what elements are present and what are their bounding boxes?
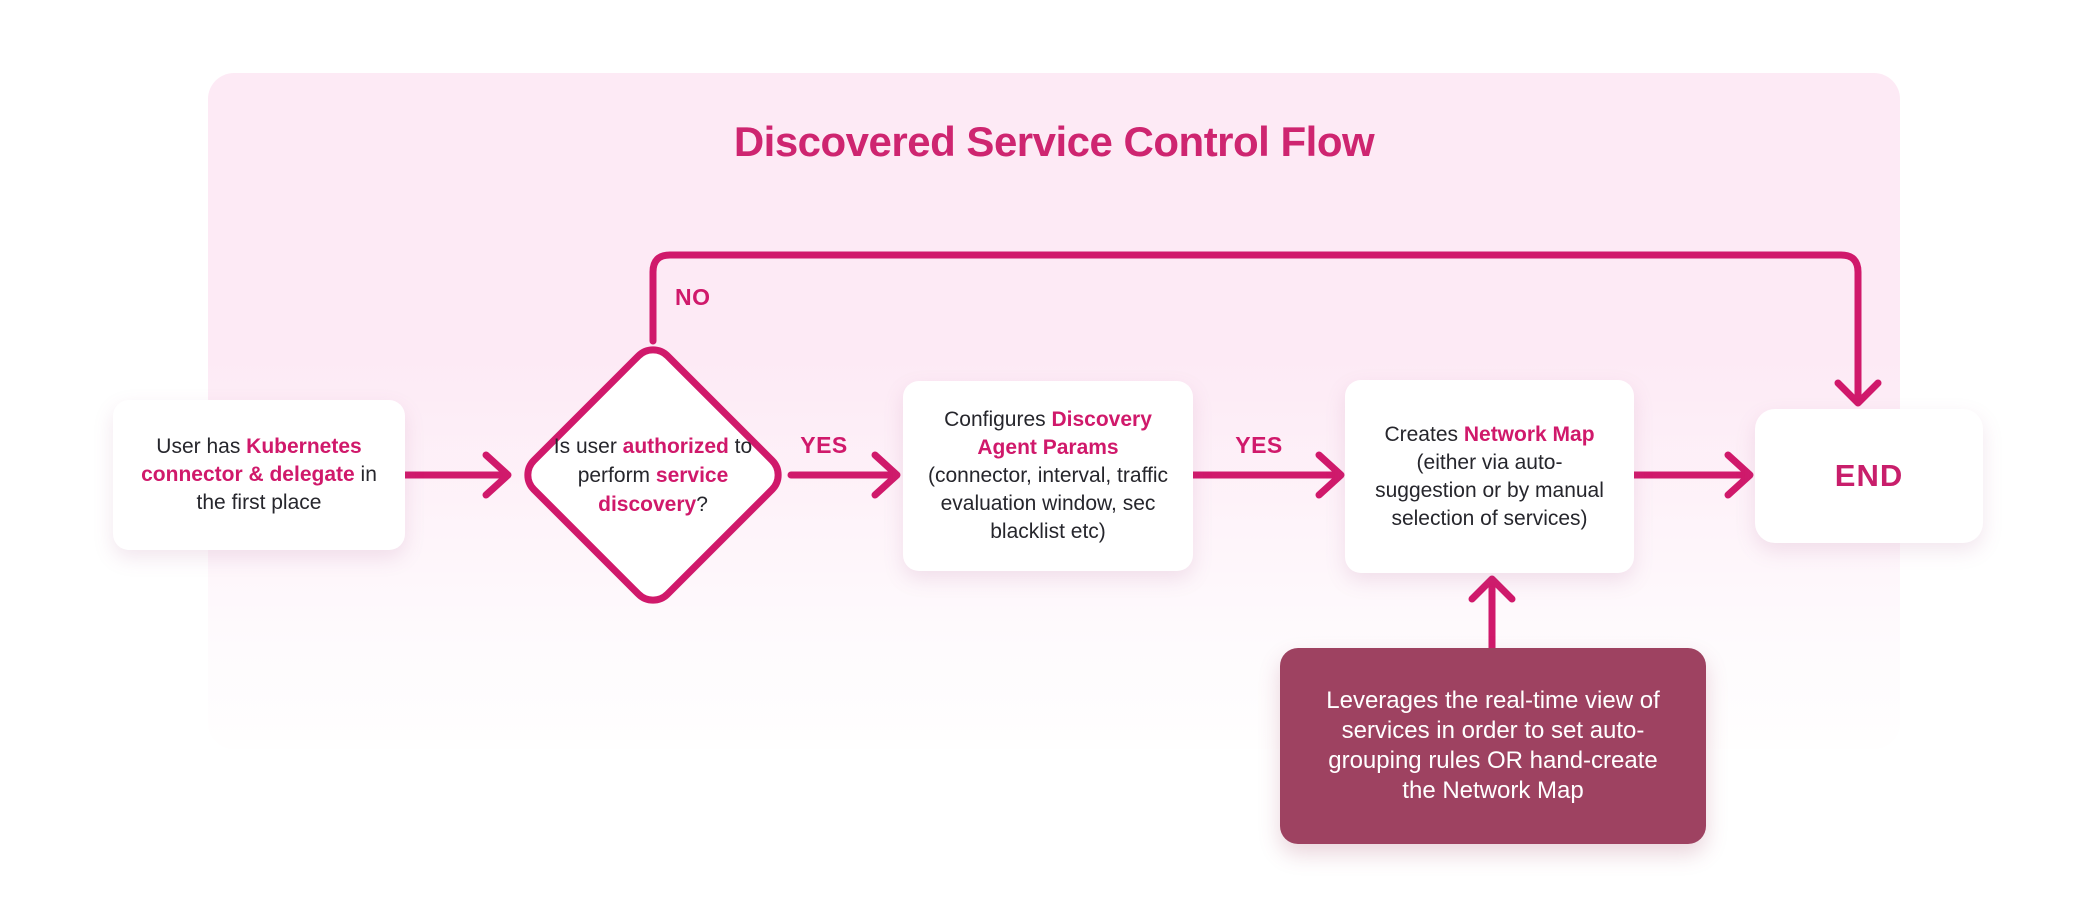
plain-text: Creates xyxy=(1384,422,1464,446)
edge-decision-to-end-no xyxy=(649,251,1882,407)
right-arrowhead-icon xyxy=(482,451,512,499)
highlighted-text: Discovery Agent Params xyxy=(977,408,1152,459)
edge-create-to-end xyxy=(1630,451,1754,499)
page-title: Discovered Service Control Flow xyxy=(733,118,1375,165)
node-create-text: Creates Network Map (either via auto-sug… xyxy=(1368,421,1611,533)
plain-text: Configures xyxy=(944,408,1052,431)
down-arrowhead-icon xyxy=(1834,379,1882,407)
note-text: Leverages the real-time view of services… xyxy=(1326,687,1660,804)
node-configure-discovery-agent: Configures Discovery Agent Params (conne… xyxy=(903,381,1193,571)
node-configure-text: Configures Discovery Agent Params (conne… xyxy=(926,406,1170,546)
node-create-network-map: Creates Network Map (either via auto-sug… xyxy=(1345,380,1634,573)
edge-start-to-decision xyxy=(401,451,512,499)
plain-text: (connector, interval, traffic evaluation… xyxy=(927,464,1169,543)
decision-diamond-text-wrap: Is user authorized to perform service di… xyxy=(543,405,763,545)
edge-label-no: NO xyxy=(675,284,711,310)
node-start-kubernetes-connector: User has Kubernetes connector & delegate… xyxy=(113,400,405,550)
up-arrowhead-icon xyxy=(1468,575,1516,603)
highlighted-text: Network Map xyxy=(1463,422,1595,446)
highlighted-text: service discovery xyxy=(598,463,729,516)
edge-label-yes-2: YES xyxy=(1235,432,1283,458)
edge-configure-to-create-yes xyxy=(1189,451,1345,499)
right-arrowhead-icon xyxy=(1315,451,1345,499)
node-end: END xyxy=(1755,409,1983,543)
right-arrowhead-icon xyxy=(871,451,901,499)
end-label: END xyxy=(1834,458,1904,493)
plain-text: to perform xyxy=(577,434,753,487)
highlighted-text: authorized xyxy=(622,434,729,458)
plain-text: User has xyxy=(156,435,247,458)
node-start-text: User has Kubernetes connector & delegate… xyxy=(141,433,377,517)
plain-text: in the first place xyxy=(196,463,377,514)
highlighted-text: Kubernetes connector & delegate xyxy=(141,435,362,486)
edge-decision-to-configure-yes xyxy=(787,451,901,499)
edge-note-to-create xyxy=(1468,575,1516,652)
note-leverages-realtime-view: Leverages the real-time view of services… xyxy=(1280,648,1706,844)
edge-label-yes-1: YES xyxy=(800,432,848,458)
right-arrowhead-icon xyxy=(1724,451,1754,499)
edge-decision-no-loop-line xyxy=(649,251,1862,401)
decision-text: Is user authorized to perform service di… xyxy=(543,432,763,519)
plain-text: (either via auto-suggestion or by manual… xyxy=(1375,450,1604,530)
plain-text: Is user xyxy=(553,434,623,458)
plain-text: ? xyxy=(696,492,708,516)
